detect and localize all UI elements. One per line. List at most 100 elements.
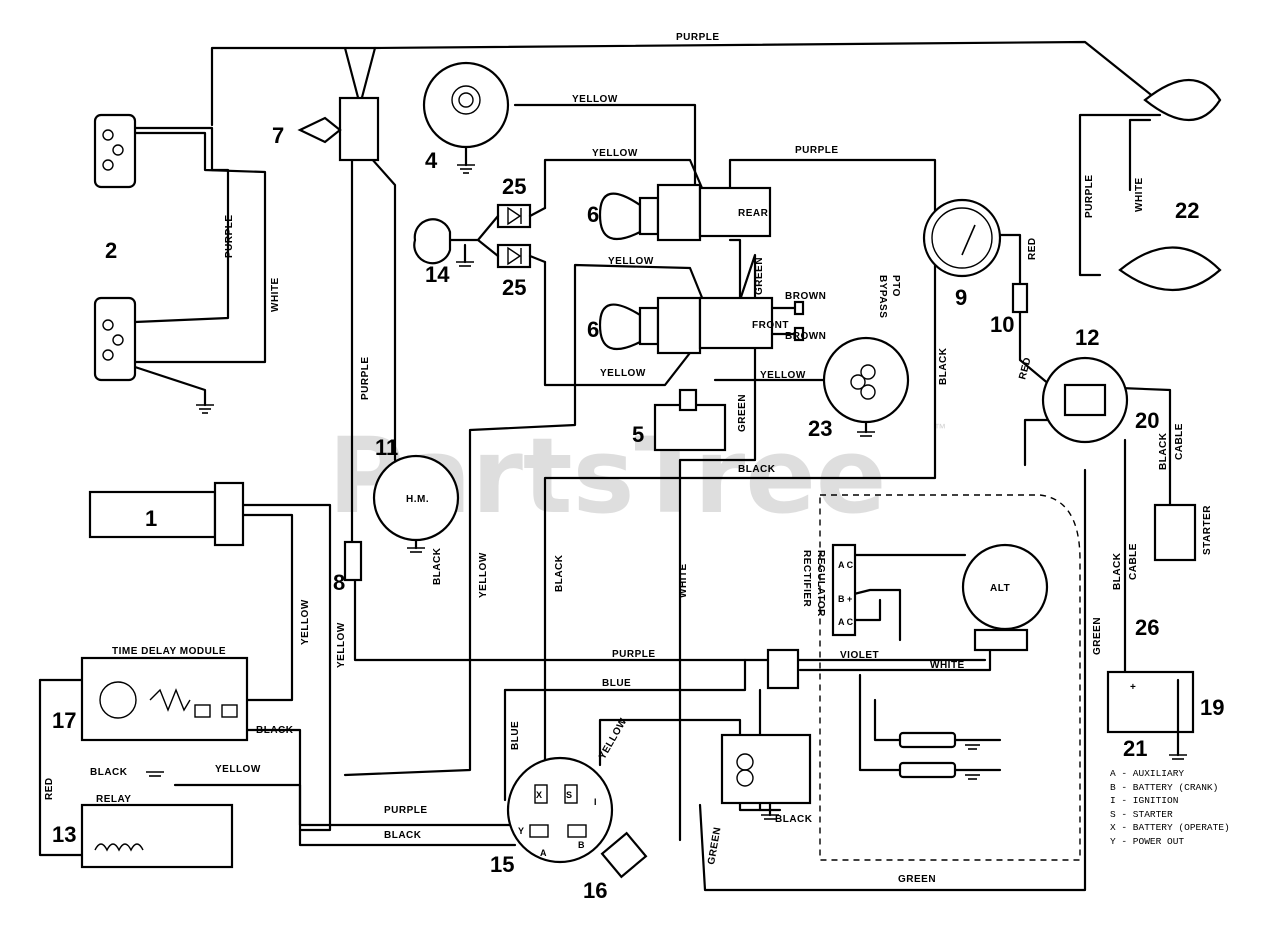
part-number-7: 7: [272, 123, 284, 148]
label-yellow-v1: YELLOW: [300, 599, 311, 645]
component-8-fuse: [343, 540, 363, 582]
label-yellow-3: YELLOW: [608, 256, 654, 267]
component-2-lower: [93, 296, 137, 382]
label-white-v: WHITE: [678, 563, 689, 598]
label-reg-b: B +: [838, 594, 852, 604]
label-front: FRONT: [752, 320, 789, 331]
label-black-cable2: BLACK: [1112, 552, 1123, 590]
light-2-lower: [93, 296, 137, 382]
wire-black-mid: [543, 158, 937, 822]
wire-yellow-switch: [598, 718, 782, 812]
wire-14-25: [448, 206, 547, 264]
wire-alt-gnd1: [858, 673, 1002, 772]
component-21-battery: +: [1106, 670, 1195, 760]
brown-connectors: [770, 300, 805, 342]
part-number-5: 5: [632, 422, 644, 447]
part-number-15: 15: [490, 852, 514, 877]
wire-7-to-11: [353, 138, 397, 462]
part-number-23: 23: [808, 416, 832, 441]
component-5-switch: [653, 388, 727, 452]
light-switch-front: FRONT: [698, 296, 789, 350]
wire-reg-alt-3: [848, 598, 882, 622]
label-yellow-17: YELLOW: [215, 764, 261, 775]
label-sw-i: I: [594, 797, 597, 807]
label-black-bot: BLACK: [384, 830, 422, 841]
light-switch-rear: REAR: [698, 186, 772, 238]
wire-white-22: [1128, 118, 1152, 192]
label-purple-2: PURPLE: [795, 145, 839, 156]
component-relay-box: [720, 733, 812, 820]
connector-block: [766, 648, 800, 690]
legend-line-5: X - BATTERY (OPERATE): [1110, 822, 1230, 833]
component-9-gauge: [922, 198, 1002, 278]
label-yellow-v4: YELLOW: [597, 716, 629, 761]
label-brown-1: BROWN: [785, 291, 826, 302]
part-number-25-lower: 25: [502, 275, 526, 300]
wire-ground-2: [133, 365, 207, 407]
horn-14: [413, 218, 452, 265]
legend: A - AUXILIARY B - BATTERY (CRANK) I - IG…: [1110, 768, 1230, 847]
component-16-diode: [600, 831, 648, 879]
label-cable2: CABLE: [1128, 543, 1139, 580]
part-number-6-front: 6: [587, 317, 599, 342]
label-sw-a: A: [540, 848, 547, 858]
label-alt: ALT: [990, 583, 1010, 594]
component-23-lamp: [822, 336, 910, 437]
light-6-front: [598, 303, 642, 351]
wire-purple-top: [373, 40, 1162, 104]
wire-yellow-25: [543, 158, 707, 210]
label-yellow-5: YELLOW: [760, 370, 806, 381]
wire-yellow-1: [238, 503, 332, 832]
box-1: [88, 490, 217, 539]
part-number-6-rear: 6: [587, 202, 599, 227]
label-white-alt: WHITE: [930, 660, 965, 671]
component-2-upper: [93, 113, 137, 189]
label-black-rr: BLACK: [775, 814, 813, 825]
alt-plugs: [898, 731, 980, 780]
wire-green-white: [678, 253, 757, 842]
component-7-switch: [297, 96, 380, 162]
part-numbers: 1 2 4 5 6 6 7 8 9 10 11 12 13 14 15 16 1…: [52, 123, 1224, 903]
component-14: [413, 218, 474, 267]
label-black-mid: BLACK: [738, 464, 776, 475]
label-white-left: WHITE: [270, 277, 281, 312]
fuse-10: [1011, 282, 1029, 314]
relay-box: [720, 733, 812, 805]
time-delay-module: [80, 656, 249, 742]
wire-purple-22: [1078, 113, 1162, 277]
wire-purple-left: [133, 126, 230, 324]
legend-line-3: I - IGNITION: [1110, 795, 1178, 806]
component-11-hourmeter: H.M.: [372, 454, 460, 553]
gauge-9: [922, 198, 1002, 278]
component-starter: [1153, 503, 1197, 562]
part-number-19: 19: [1200, 695, 1224, 720]
wire-yellow-25b: [543, 260, 702, 387]
wire-red-12: [1018, 308, 1052, 387]
component-1: [88, 481, 245, 547]
label-rear: REAR: [738, 208, 769, 219]
wire-red-9: [993, 233, 1022, 287]
wire-blue-h: [503, 658, 747, 692]
label-green-right: GREEN: [1092, 617, 1103, 655]
label-yellow-v2: YELLOW: [336, 622, 347, 668]
component-alternator: ALT: [961, 543, 1049, 652]
part-number-14: 14: [425, 262, 450, 287]
label-purple-v8: PURPLE: [360, 356, 371, 400]
label-regulator: REGULATOR: [815, 550, 826, 617]
light-6-rear: [598, 192, 642, 241]
label-hm: H.M.: [406, 494, 429, 505]
component-text: TIME DELAY MODULE RELAY X S I Y B A: [96, 646, 597, 858]
fuse-8: [343, 540, 363, 582]
switch-front: [698, 296, 774, 350]
wire-yellow-4: [513, 103, 697, 192]
label-red-v: RED: [44, 777, 55, 800]
part-number-13: 13: [52, 822, 76, 847]
legend-line-4: S - STARTER: [1110, 809, 1173, 820]
alternator-plug: [973, 628, 1029, 652]
component-25-upper: [496, 203, 532, 229]
label-yellow-top: YELLOW: [572, 94, 618, 105]
component-4-lamp: [422, 61, 510, 174]
part-number-21: 21: [1123, 736, 1147, 761]
label-green-bot2: GREEN: [706, 826, 723, 865]
label-bypass: BYPASS: [877, 275, 888, 318]
